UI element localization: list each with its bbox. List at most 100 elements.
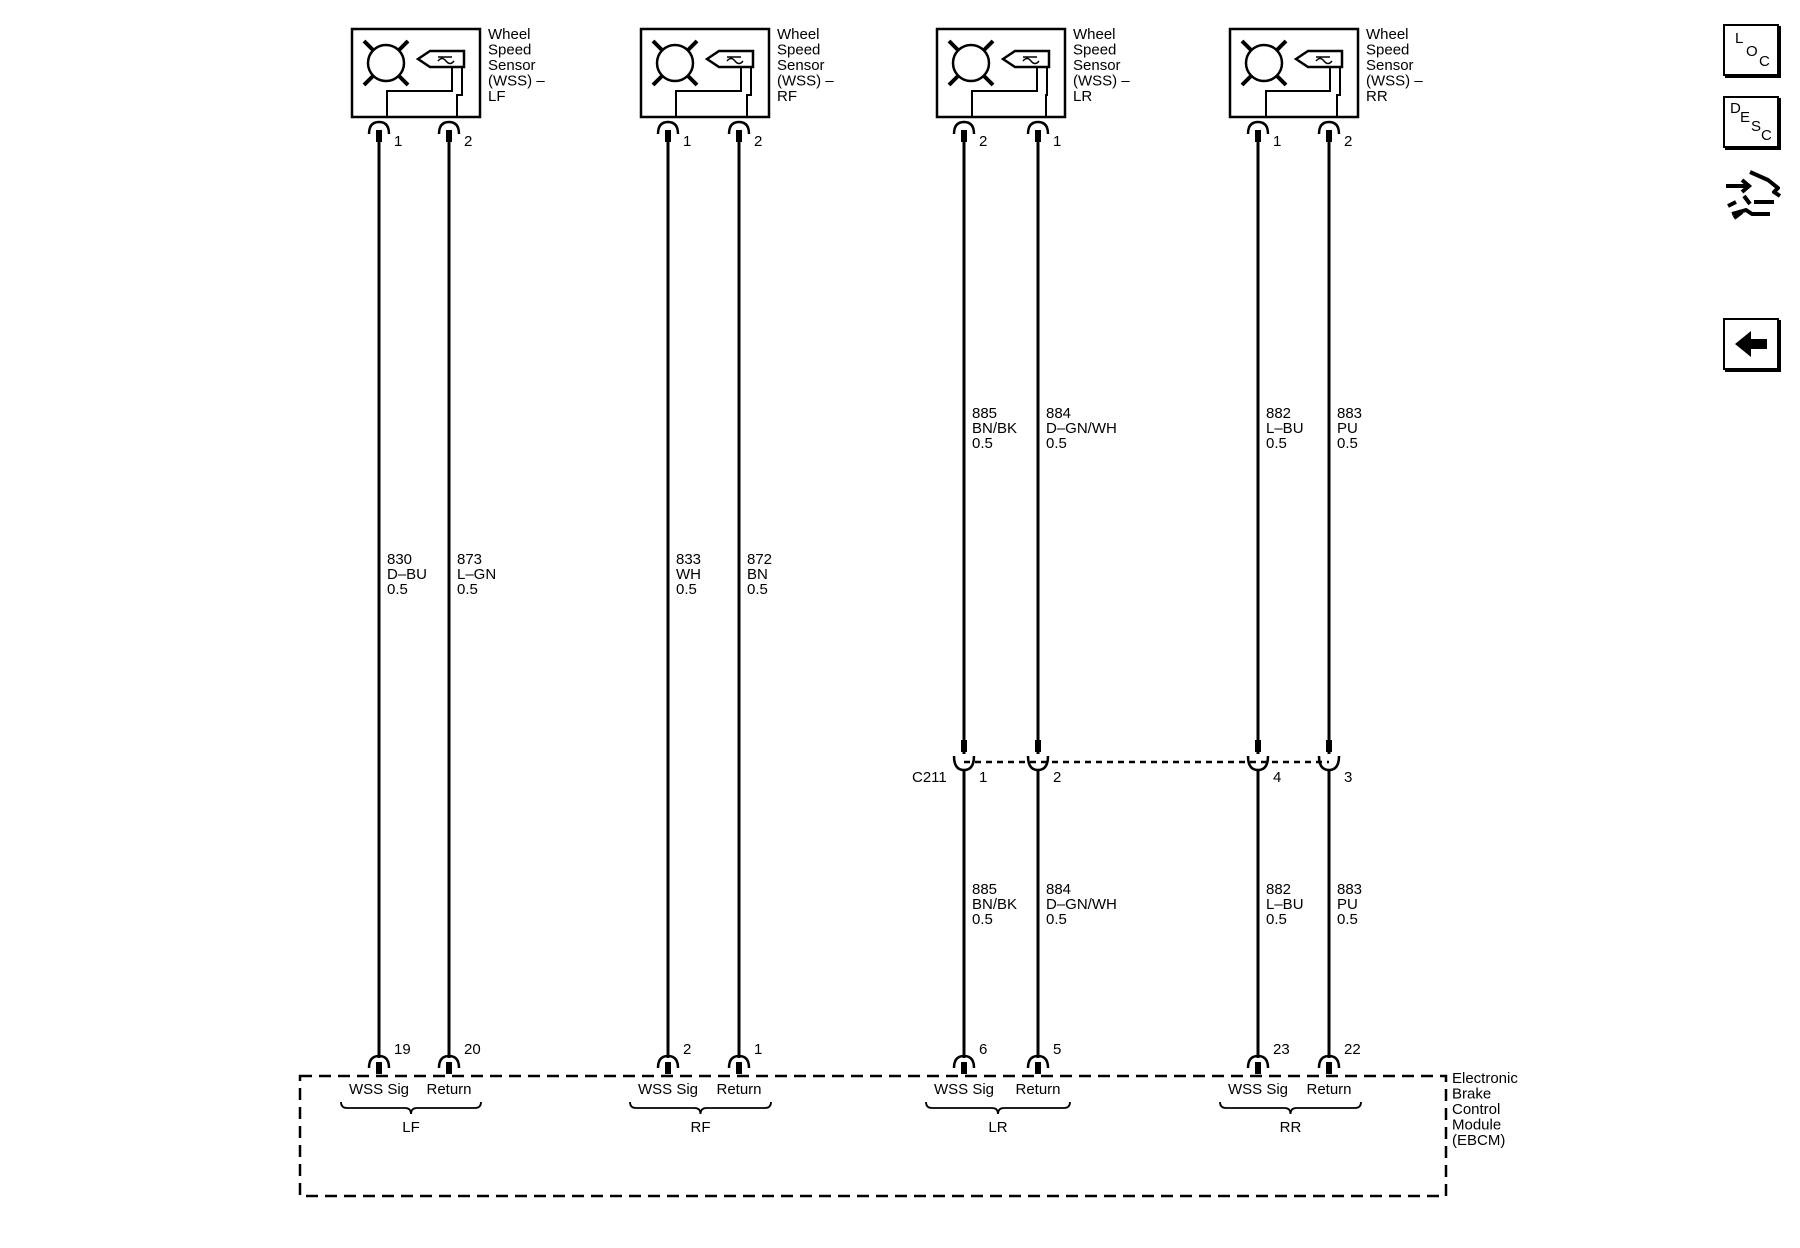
sensor-name-line-lf: LF [488,88,506,105]
ebcm-return-label: Return [426,1081,471,1098]
desc-letter-d: D [1730,100,1741,117]
wire-gauge: 0.5 [1046,911,1067,928]
ebcm-sig-label: WSS Sig [934,1081,994,1098]
ebcm-pin-number: 23 [1273,1041,1290,1058]
wire-gauge: 0.5 [972,911,993,928]
wire-gauge: 0.5 [1337,911,1358,928]
wire-number: 883 [1337,881,1362,898]
ebcm-name-line: Brake [1452,1086,1491,1103]
wire-gauge: 0.5 [1337,435,1358,452]
ebcm-pin-number: 1 [754,1041,762,1058]
ebcm-group-label: RR [1280,1119,1302,1136]
ebcm-group-label: LF [402,1119,420,1136]
sensor-pin-cup [1246,120,1270,135]
loc-button[interactable]: L O C [1723,24,1779,76]
sensor-box-lf [350,27,482,119]
sensor-name-line-rf: Sensor [777,57,825,74]
wheel-symbol-icon [366,43,406,83]
wire-color: WH [676,566,701,583]
sensor-box-lr [935,27,1067,119]
group-bracket [340,1101,482,1115]
c211-pin-number: 4 [1273,769,1281,786]
wire-number: 883 [1337,405,1362,422]
pickup-symbol-icon [415,49,466,69]
sensor-pin-number: 2 [754,133,762,150]
wiring-tools-button[interactable] [1722,166,1786,232]
pickup-symbol-icon [1000,49,1051,69]
wire-color: L–GN [457,566,496,583]
wheel-tab [362,39,375,52]
wheel-symbol-icon [1244,43,1284,83]
wheel-tab [982,74,995,87]
wire-number: 873 [457,551,482,568]
ebcm-name-line: (EBCM) [1452,1132,1505,1149]
desc-letter-c: C [1761,127,1772,144]
wire-gauge: 0.5 [457,581,478,598]
back-button[interactable] [1723,318,1779,370]
sensor-pin-number: 1 [1053,133,1061,150]
sensor-pin-cup [656,120,680,135]
wheel-tab [651,39,664,52]
wire-color: PU [1337,420,1358,437]
loc-letter-l: L [1735,30,1744,47]
desc-button[interactable]: D E S C [1723,96,1779,148]
ebcm-pin-mark [665,1062,671,1074]
wire-number: 872 [747,551,772,568]
coil-icon [1022,56,1040,65]
ebcm-return-label: Return [1306,1081,1351,1098]
wire-number: 885 [972,881,997,898]
ebcm-name-line: Electronic [1452,1070,1518,1087]
sensor-name-line-rf: (WSS) – [777,73,834,90]
sensor-name-line-lf: Sensor [488,57,536,74]
wire-color: D–GN/WH [1046,420,1117,437]
sensor-name-line-rr: RR [1366,88,1388,105]
wire-color: L–BU [1266,420,1304,437]
c211-pin-mark [1035,740,1041,752]
sensor-name-line-rr: Sensor [1366,57,1414,74]
sensor-name-line-lr: LR [1073,88,1092,105]
ebcm-sig-label: WSS Sig [1228,1081,1288,1098]
loc-letter-o: O [1746,43,1758,60]
wire-number: 833 [676,551,701,568]
sensor-pin-number: 2 [464,133,472,150]
internal-lead [1265,67,1331,117]
wheel-tab [397,39,410,52]
c211-pin-number: 3 [1344,769,1352,786]
ebcm-pin-cup [1026,1054,1050,1069]
ebcm-pin-number: 2 [683,1041,691,1058]
wire-gauge: 0.5 [676,581,697,598]
ebcm-pin-cup [727,1054,751,1069]
loc-letter-c: C [1759,53,1770,70]
sensor-name-line-lf: Wheel [488,26,531,43]
wrench-arrows-icon [1726,170,1782,220]
internal-lead [746,67,752,117]
wire-number: 882 [1266,881,1291,898]
ebcm-pin-cup [437,1054,461,1069]
ebcm-group-label: RF [691,1119,711,1136]
ebcm-name-line: Module [1452,1117,1501,1134]
wire-color: D–GN/WH [1046,896,1117,913]
ebcm-pin-cup [1317,1054,1341,1069]
sensor-name-line-rf: RF [777,88,797,105]
sensor-pin-cup [727,120,751,135]
sensor-name-line-lf: Speed [488,42,531,59]
wheel-tab [1240,74,1253,87]
ebcm-sig-label: WSS Sig [638,1081,698,1098]
sensor-box-rf [639,27,771,119]
sensor-pin-cup [437,120,461,135]
ebcm-pin-number: 6 [979,1041,987,1058]
ebcm-sig-label: WSS Sig [349,1081,409,1098]
sensor-name-line-lr: Sensor [1073,57,1121,74]
sensor-pin-number: 2 [979,133,987,150]
ebcm-pin-mark [1326,1062,1332,1074]
c211-pin-mark [1326,740,1332,752]
sensor-pin-cup [367,120,391,135]
ebcm-pin-number: 19 [394,1041,411,1058]
wire-number: 882 [1266,405,1291,422]
wire-number: 830 [387,551,412,568]
sensor-pin-cup [952,120,976,135]
coil-icon [1315,56,1333,65]
group-bracket [629,1101,772,1115]
